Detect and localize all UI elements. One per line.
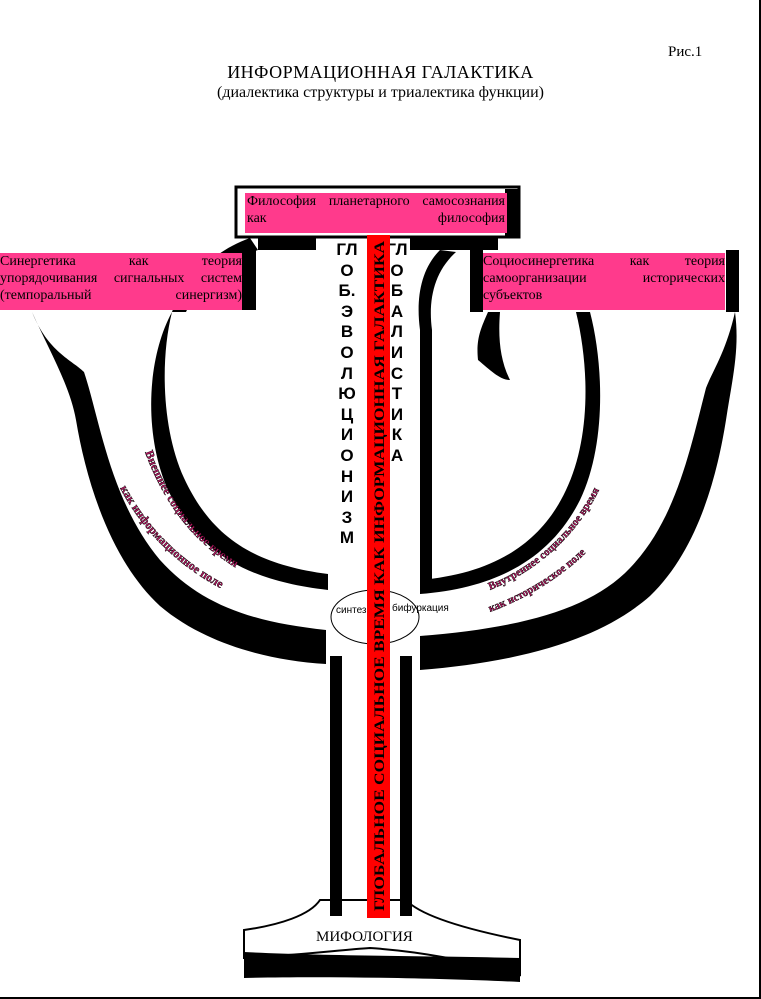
diagram-title: ИНФОРМАЦИОННАЯ ГАЛАКТИКА (227, 62, 534, 82)
center-bar-label: ГЛОБАЛЬНОЕ СОЦИАЛЬНОЕ ВРЕМЯ КАК ИНФОРМАЦ… (372, 240, 388, 911)
top-frame-shadow (505, 189, 518, 236)
figure-label: Рис.1 (668, 44, 703, 60)
column-right-globalistics: ГЛОБАЛИСТИКА (386, 240, 408, 465)
diagram-subtitle: (диалектика структуры и триалектика функ… (217, 84, 544, 101)
right-arm-top (477, 312, 510, 380)
left-box-shadow (242, 250, 256, 310)
base-outline (243, 899, 521, 977)
right-box-shadow (470, 250, 483, 312)
center-red-bar (367, 235, 390, 918)
base-label-mythology: МИФОЛОГИЯ (316, 929, 413, 945)
center-bar-text: ГЛОБАЛЬНОЕ СОЦИАЛЬНОЕ ВРЕМЯ КАК ИНФОРМАЦ… (372, 240, 388, 911)
node-synthesis: синтез (336, 605, 367, 616)
right-box-shadow-outer (726, 250, 739, 312)
box-right-sociosynergetics: Социосинергетика как теория самоорганиза… (483, 253, 725, 310)
node-bifurcation: бифуркация (392, 603, 449, 614)
right-column-edge (418, 250, 456, 580)
left-arm-inner (151, 312, 328, 590)
stem-left-shadow (330, 656, 342, 916)
top-left-block (258, 236, 316, 250)
left-arm-outer (32, 312, 326, 664)
column-left-evolutionism: ГЛОБ.ЭВОЛЮЦИОНИЗМ (336, 240, 358, 548)
base-shadow (244, 952, 520, 982)
stem-right-shadow (400, 656, 412, 916)
box-left-synergetics: Синергетика как теория упорядочивания си… (0, 253, 242, 310)
box-top-philosophy: Философия планетарного самосознания как … (245, 193, 507, 233)
right-arm-inner (420, 312, 601, 594)
right-arm-outer (420, 312, 737, 670)
top-right-block (410, 236, 498, 250)
